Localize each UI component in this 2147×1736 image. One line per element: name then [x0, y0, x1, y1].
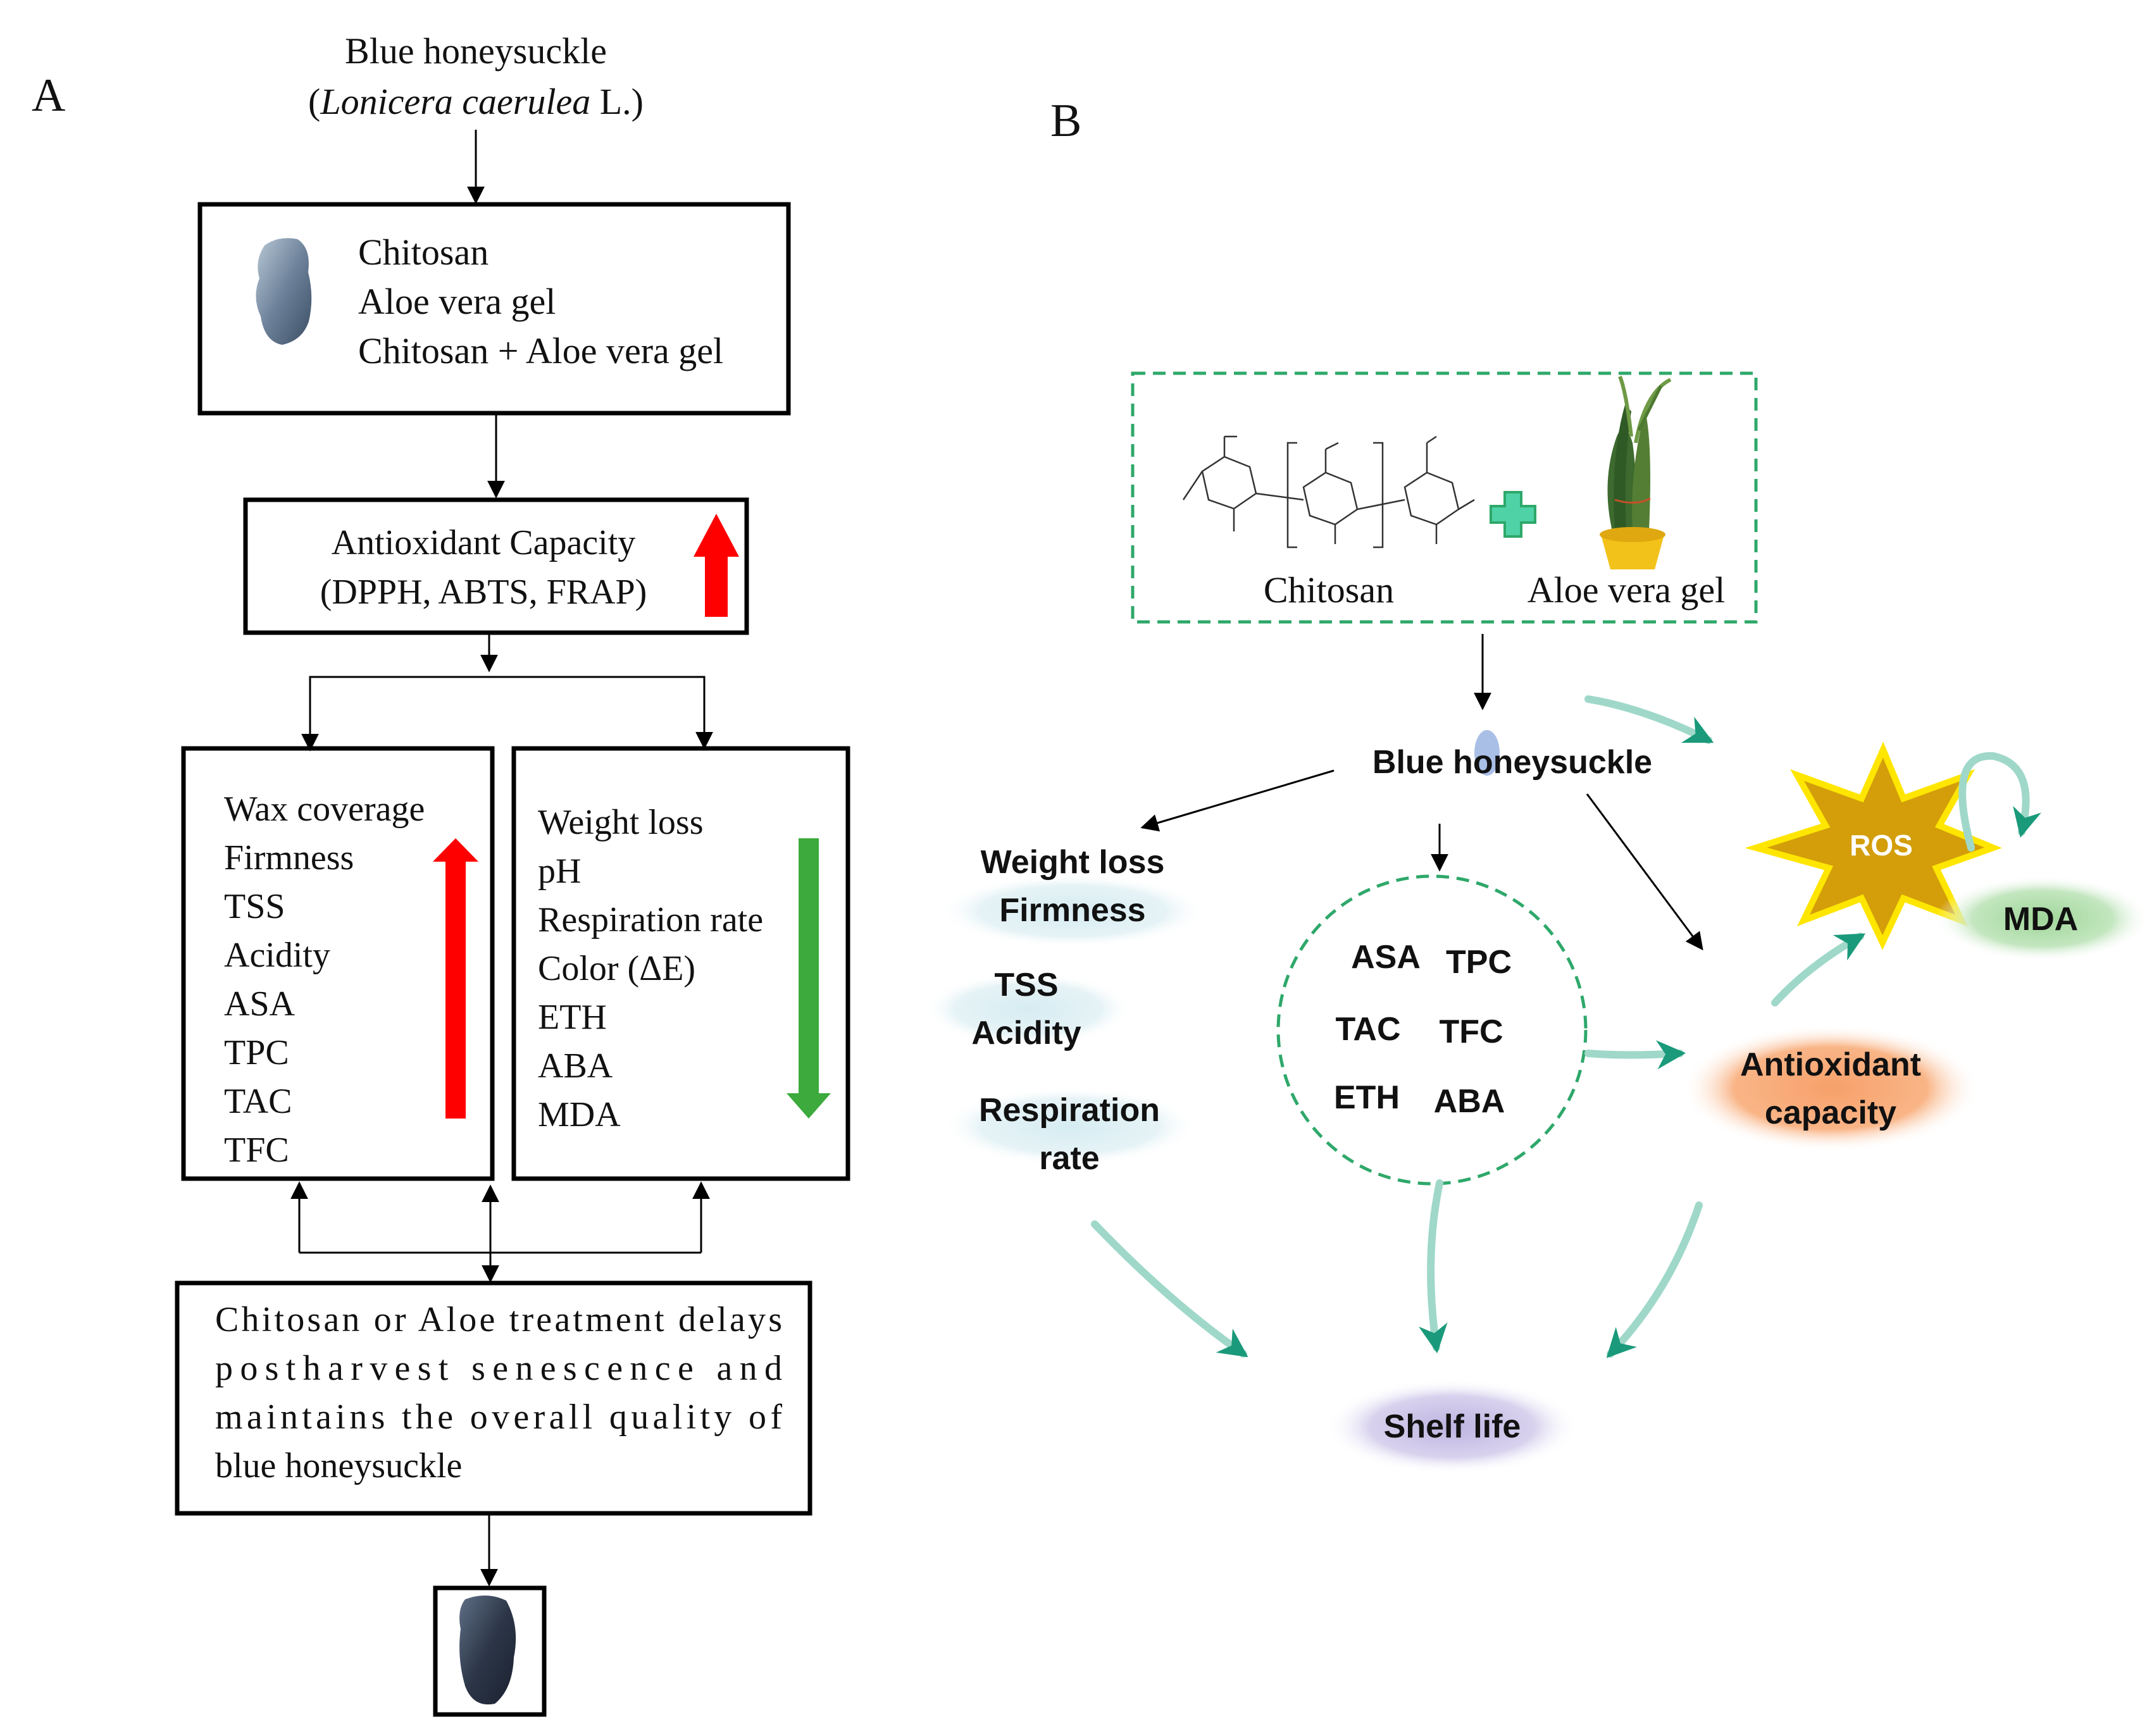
teal-arrow — [1584, 695, 1714, 744]
shelf-life-glow — [1326, 1379, 1579, 1474]
result-image-frame — [433, 1585, 547, 1717]
teal-arrows — [1091, 695, 2041, 1358]
arrow-to-left-traits — [1140, 769, 1335, 832]
panel-b-label: B — [1050, 95, 1081, 147]
berry-drop-icon — [1474, 730, 1500, 776]
up-arrow-icon — [694, 514, 739, 617]
down-arrow-icon — [787, 838, 831, 1119]
antioxidant-box — [243, 497, 749, 635]
teal-arrow — [1584, 1040, 1686, 1070]
teal-arrow — [1771, 933, 1866, 1007]
decreased-item: Weight loss — [538, 803, 704, 842]
decreased-item: MDA — [538, 1095, 621, 1134]
plus-icon — [1490, 491, 1536, 538]
source-latin-name: (Lonicera caerulea L.) — [308, 81, 644, 122]
increased-list: Wax coverage Firmness TSS Acidity ASA TP… — [224, 790, 425, 1170]
compound-label: ABA — [1434, 1083, 1505, 1120]
increased-item: TAC — [224, 1082, 292, 1121]
split-connector — [309, 676, 713, 750]
berry-result-icon — [459, 1595, 516, 1705]
source-title: Blue honeysuckle (Lonicera caerulea L.) — [308, 30, 644, 122]
center-fruit-label: Blue honeysuckle — [1372, 744, 1652, 781]
trait-glow — [943, 1087, 1196, 1165]
trait-label: Weight loss — [981, 844, 1165, 881]
trait-label: TSS — [994, 967, 1058, 1003]
increased-item: ASA — [224, 984, 296, 1024]
treatments-box — [197, 202, 791, 416]
compound-label: ASA — [1351, 939, 1421, 976]
trait-label: Respiration — [979, 1092, 1160, 1129]
trait-glow — [940, 874, 1205, 948]
teal-arrow — [1606, 1201, 1703, 1358]
conclusion-line: Chitosan or Aloe treatment delays — [215, 1300, 782, 1339]
increased-item: Acidity — [224, 936, 330, 975]
berry-photo-icon — [256, 238, 312, 345]
chitosan-structure-icon — [1182, 435, 1475, 549]
compound-label: TFC — [1439, 1014, 1503, 1050]
conclusion-line: blue honeysuckle — [215, 1446, 462, 1485]
teal-arrow — [1419, 1179, 1448, 1354]
shelf-life-label: Shelf life — [1384, 1408, 1521, 1445]
antioxidant-capacity-label: Antioxidant — [1740, 1046, 1921, 1083]
chitosan-label: Chitosan — [1264, 569, 1394, 611]
compound-label: TAC — [1335, 1011, 1400, 1048]
aloe-plant-icon — [1600, 375, 1672, 569]
compound-label: ETH — [1334, 1079, 1400, 1116]
treatment-aloe: Aloe vera gel — [358, 281, 556, 322]
compound-label: TPC — [1446, 944, 1512, 981]
decreased-item: ABA — [538, 1046, 613, 1086]
up-arrow-icon — [433, 838, 478, 1119]
teal-arrow — [1091, 1220, 1248, 1358]
increased-item: TPC — [224, 1033, 289, 1072]
conclusion-box — [175, 1280, 812, 1516]
conclusion-line: postharvest senescence and — [215, 1349, 782, 1388]
increased-item: Firmness — [224, 838, 354, 877]
antioxidant-title: Antioxidant Capacity — [332, 523, 636, 562]
coating-dashed-box — [1131, 371, 1758, 624]
teal-arrow — [1958, 752, 2041, 852]
trait-label: rate — [1039, 1140, 1099, 1177]
increased-box — [181, 746, 495, 1181]
trait-label: Firmness — [999, 892, 1145, 929]
source-name: Blue honeysuckle — [345, 30, 607, 71]
decreased-item: pH — [538, 852, 581, 891]
decreased-item: ETH — [538, 998, 607, 1037]
panel-a-label: A — [32, 70, 65, 121]
trait-glow — [924, 972, 1133, 1046]
conclusion-line: maintains the overall quality of — [215, 1398, 782, 1437]
ros-starburst-icon — [1745, 741, 2002, 950]
mda-label: MDA — [2003, 901, 2078, 938]
antioxidant-capacity-label: capacity — [1765, 1094, 1896, 1131]
decreased-item: Color (ΔE) — [538, 949, 695, 988]
increased-item: Wax coverage — [224, 790, 425, 829]
compounds-dashed-circle — [1276, 874, 1588, 1186]
mda-glow — [1935, 876, 2147, 962]
increased-item: TSS — [224, 887, 285, 926]
arrow-to-antioxidant — [1586, 793, 1703, 951]
decreased-list: Weight loss pH Respiration rate Color (Δ… — [538, 803, 763, 1134]
treatment-combined: Chitosan + Aloe vera gel — [358, 330, 723, 371]
antioxidant-assays: (DPPH, ABTS, FRAP) — [320, 573, 647, 612]
aloe-label: Aloe vera gel — [1528, 569, 1725, 611]
decreased-box — [511, 746, 850, 1181]
decreased-item: Respiration rate — [538, 900, 763, 939]
ros-label: ROS — [1850, 829, 1913, 862]
antioxidant-glow — [1682, 1025, 1979, 1151]
increased-item: TFC — [224, 1131, 289, 1170]
treatment-chitosan: Chitosan — [358, 232, 489, 273]
trait-label: Acidity — [971, 1015, 1081, 1051]
